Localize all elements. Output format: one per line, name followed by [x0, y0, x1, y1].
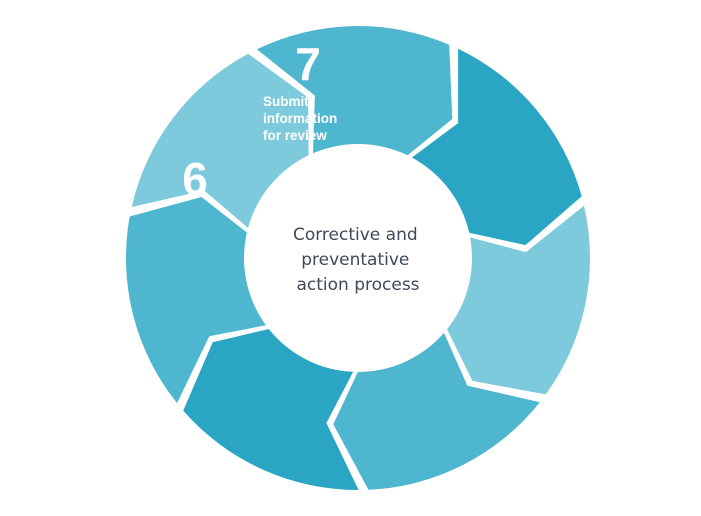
center-title-line-2: preventative	[301, 250, 409, 270]
center-title: Corrective and preventative action proce…	[293, 225, 423, 295]
step-7-number: 7	[295, 38, 321, 90]
step-7-label-line-2: information	[263, 111, 337, 126]
step-6-number: 6	[182, 153, 208, 205]
step-7-label-line-1: Submit	[263, 94, 309, 109]
center-circle	[244, 144, 472, 372]
center-title-line-1: Corrective and	[293, 225, 418, 245]
step-7-label: Submit information for review	[263, 94, 337, 143]
step-1-segment	[131, 53, 309, 236]
step-7-segment	[125, 197, 277, 404]
step-4-segment	[442, 205, 590, 395]
step-7-label-line-3: for review	[263, 128, 327, 143]
step-6-segment	[183, 326, 359, 491]
center-title-line-3: action process	[296, 275, 419, 295]
step-2-segment	[256, 26, 453, 165]
